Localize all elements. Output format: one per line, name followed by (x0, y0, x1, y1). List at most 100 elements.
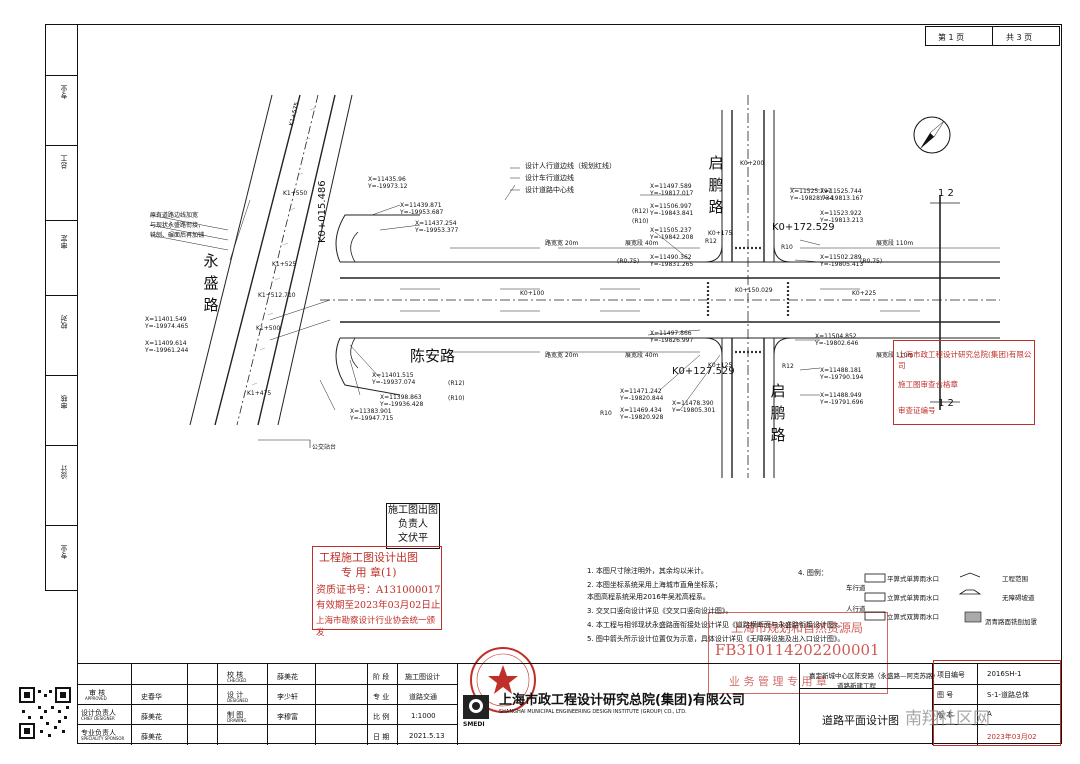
legend-scope: 工程范围 (1002, 575, 1028, 583)
drawing-no: S-1-道路总体 (987, 691, 1029, 699)
drawing-title: 道路平面设计图 (822, 714, 899, 727)
line-legend-2: 设计车行道边线 (525, 174, 574, 182)
review-stamp: 上海市政工程设计研究总院(集团)有限公司 施工图审查合格章 审查证编号 (893, 340, 1035, 425)
line-legend-3: 设计道路中心线 (525, 186, 574, 194)
company-name-cn: 上海市政工程设计研究总院(集团)有限公司 (499, 693, 745, 708)
approval-title: 施工图出图 (388, 505, 438, 516)
station-k1475: K1+475 (247, 390, 272, 397)
approval-box: 施工图出图 负责人 文伏平 (386, 503, 440, 549)
review-stamp-number: 审查证编号 (898, 406, 936, 415)
station-k0200: K0+200 (740, 160, 765, 167)
title-block: 审 核 APPROVED 设计负责人 CHIEF DESIGNER 专业负责人 … (77, 663, 1062, 745)
road-name-qipeng-north: 启鹏路 (708, 154, 724, 216)
note-3: 3. 交叉口竖向设计详见《交叉口竖向设计图》。 (587, 607, 733, 615)
radius-label: (R12) (448, 380, 465, 387)
specialty-label: 专 业 (373, 693, 390, 701)
note-4: 4. 本工程与相邻现状永盛路面衔接处设计详见《道路横断面与永盛路衔接设计图》。 (587, 621, 845, 629)
note-widen: 原有道路边线加宽 (150, 212, 199, 219)
width-label: 展宽段 110m (876, 240, 914, 247)
company-seal (470, 647, 536, 713)
project-sub: 道路新建工程 (837, 682, 876, 690)
radius-label: (R10) (448, 395, 465, 402)
number-stamp-frame (933, 660, 1061, 746)
role-drawing-en: DRAWING (227, 718, 247, 723)
role-drawing: 制 图 (227, 711, 244, 719)
road-name-yongsheng: 永盛路 (203, 252, 219, 314)
legend-inlet-flat: 平箅式单箅雨水口 (887, 575, 939, 583)
station-k0125: K0+125 (708, 362, 733, 369)
date-label: 日 期 (373, 733, 390, 741)
stamp-date: 2023年03月02 (987, 733, 1037, 741)
design-stamp: 工程施工图设计出图 专 用 章(1) 资质证书号：A131000017 有效期至… (312, 546, 442, 638)
note-2b: 本图高程系统采用2016年吴淞高程系。 (587, 593, 710, 601)
company-logo-icon (463, 695, 489, 719)
width-label: 展宽段 40m (625, 240, 659, 247)
drawing-no-label: 图 号 (937, 691, 954, 699)
role-specialty-en: SPECIALITY SPONSOR (81, 736, 125, 741)
design-stamp-cert: 资质证书号：A131000017 (316, 585, 441, 596)
width-label: 路宽宽 20m (545, 352, 579, 359)
project-no: 2016SH-1 (987, 670, 1022, 678)
station-k1525: K1+525 (272, 261, 297, 268)
legend-inlet-vertical: 立箅式单箅雨水口 (887, 594, 939, 602)
radius-label: R12 (705, 238, 717, 245)
width-label: 展宽段 110m (876, 352, 914, 359)
station-k0172: K0+172.529 (772, 222, 835, 233)
radius-label: (R0.75) (617, 258, 640, 265)
radius-label: (R0.75) (860, 258, 883, 265)
role-specialty: 专业负责人 (81, 729, 116, 737)
project-no-label: 项目编号 (937, 671, 965, 679)
legend-title: 4. 图例： (798, 569, 828, 577)
stage-value: 施工图设计 (405, 673, 440, 681)
qr-code (18, 686, 72, 740)
company-name-en: SHANGHAI MUNICIPAL ENGINEERING DESIGN IN… (499, 709, 687, 715)
person-drawing: 李穆富 (277, 713, 298, 721)
legend-sidewalk: 人行道 (846, 605, 866, 613)
signature-strip: 专业 总工 审定 校对 审核 设计 专业 (45, 24, 78, 591)
planning-stamp: 上海市规划和自然资源局 FB31011420220000​1 业 务 管 理 专… (708, 612, 888, 694)
approval-role: 负责人 (398, 519, 428, 530)
station-k0015: K0+015.486 (317, 180, 328, 243)
company-logo-text: SMEDI (463, 721, 485, 728)
approval-person: 文伏平 (398, 533, 428, 544)
road-name-qipeng-south: 启鹏路 (770, 382, 786, 444)
person-approve: 史春华 (141, 693, 162, 701)
station-k1550: K1+550 (283, 190, 308, 197)
radius-label: (R10) (632, 218, 649, 225)
role-check: 校 核 (227, 671, 244, 679)
radius-label: R12 (782, 363, 794, 370)
station-k0100: K0+100 (520, 290, 545, 297)
design-stamp-valid: 有效期至2023年03月02日止 (316, 600, 441, 611)
scale-label: 比 例 (373, 713, 390, 721)
drawing-frame (77, 24, 1062, 744)
station-k1512: K1+512.710 (258, 292, 296, 299)
legend-symbols (864, 572, 982, 623)
role-chief-en: CHIEF DESIGNER (81, 716, 115, 721)
note-1: 1. 本图尺寸除注明外，其余均以米计。 (587, 567, 708, 575)
road-name-chenan: 陈安路 (410, 347, 456, 365)
design-stamp-sub: 专 用 章(1) (341, 566, 397, 579)
scale-value: 1:1000 (411, 712, 436, 720)
planning-stamp-title: 上海市规划和自然资源局 (731, 621, 864, 635)
role-approve-en: APPROVED (85, 696, 107, 701)
specialty-value: 道路交通 (409, 693, 437, 701)
review-stamp-company: 上海市政工程设计研究总院(集团)有限公司 (898, 350, 1032, 370)
role-design: 设 计 (227, 691, 244, 699)
